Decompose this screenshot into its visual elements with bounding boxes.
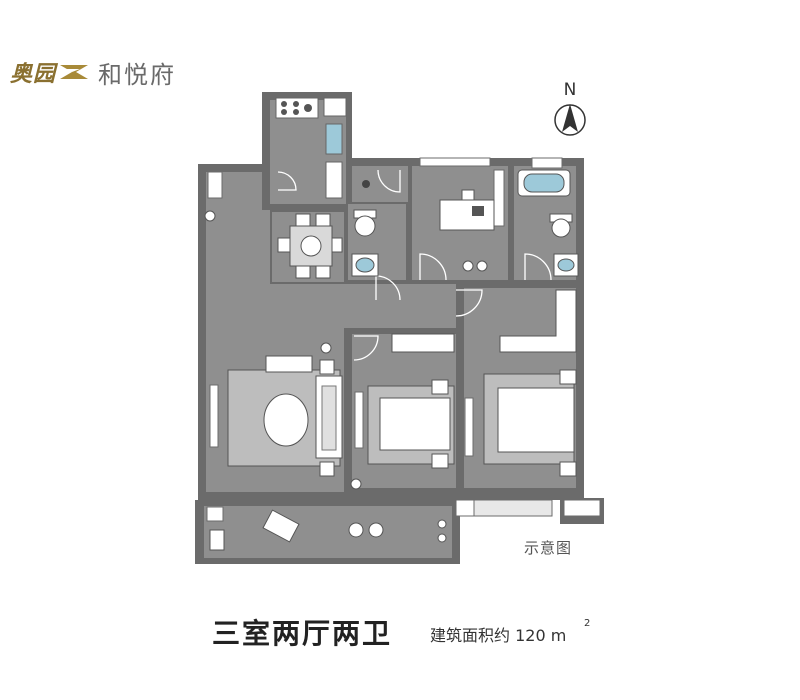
area-text: 建筑面积约 120 m: [430, 626, 567, 645]
bathroom-1-fixtures: [351, 180, 379, 277]
bathroom-2-fixtures: [517, 169, 579, 277]
windows: [206, 157, 601, 522]
area-unit-superscript: 2: [584, 618, 591, 629]
study-fixtures: [439, 189, 495, 272]
layout-title: 三室两厅两卫: [212, 617, 393, 650]
living-room-furniture: [204, 210, 362, 490]
developer-logo: 奥园 和悦府: [10, 52, 176, 92]
logo-brand-text: 奥园: [10, 61, 57, 87]
logo-mark-icon: [60, 65, 89, 79]
kitchen-fixtures: [275, 97, 347, 199]
balcony-furniture: [209, 509, 447, 551]
logo-project-text: 和悦府: [98, 60, 177, 89]
balcony: [204, 506, 452, 558]
doors: [223, 129, 552, 361]
master-bedroom-furniture: [483, 289, 577, 477]
storage: [352, 166, 408, 202]
floor-plan-caption: 三室两厅两卫 建筑面积约 120 m 2: [0, 612, 800, 652]
bedroom-2-furniture: [367, 333, 455, 469]
compass-icon: [554, 104, 586, 136]
north-label: N: [563, 80, 577, 100]
dining-table: [277, 213, 343, 279]
north-compass: N: [550, 80, 590, 142]
schematic-note: 示意图: [524, 539, 573, 557]
